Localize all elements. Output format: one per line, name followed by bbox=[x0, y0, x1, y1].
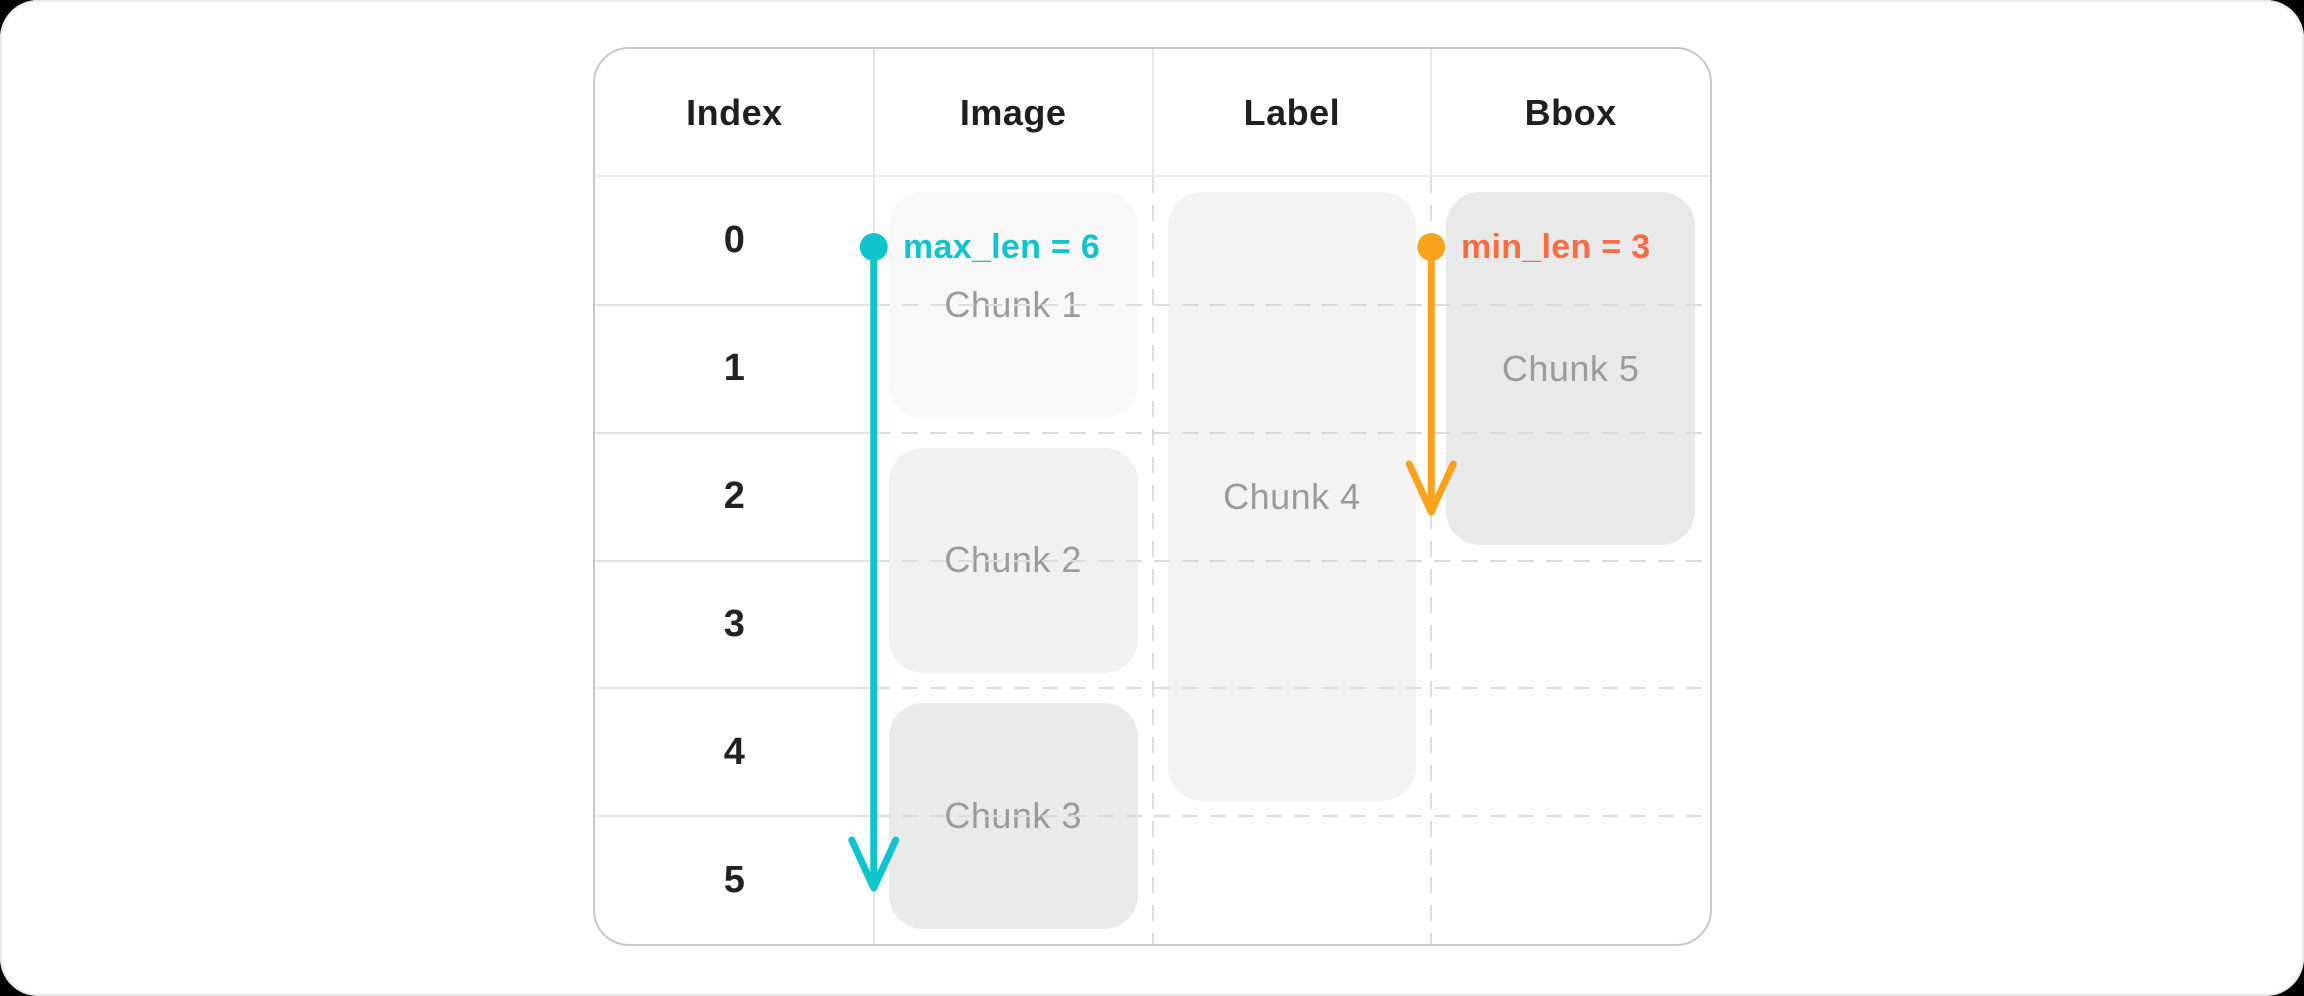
column-header-label: Label bbox=[1243, 92, 1341, 133]
grid-line-header-divider bbox=[1151, 49, 1154, 177]
grid-line-index-divider bbox=[872, 49, 875, 944]
chunk-box-bbox-5: Chunk 5 bbox=[1446, 192, 1695, 546]
column-header-index: Index bbox=[686, 92, 783, 133]
grid-line-row-divider bbox=[595, 559, 874, 562]
chunk-label: Chunk 5 bbox=[1501, 347, 1640, 389]
dashed-grid-line bbox=[1430, 177, 1433, 944]
chunking-table: Index Image Label Bbox 0 1 2 3 4 5 Chunk… bbox=[593, 47, 1712, 946]
column-header-image: Image bbox=[959, 92, 1067, 133]
grid-line-header-divider bbox=[1430, 49, 1433, 177]
row-index-cell: 0 bbox=[723, 219, 745, 262]
max-len-label: max_len = 6 bbox=[903, 227, 1101, 266]
row-index-cell: 5 bbox=[723, 858, 745, 901]
chunk-label: Chunk 4 bbox=[1223, 475, 1361, 517]
row-index-cell: 1 bbox=[723, 347, 745, 390]
row-index-cell: 4 bbox=[723, 730, 745, 773]
grid-line-row-divider bbox=[595, 303, 874, 306]
grid-line-row-divider bbox=[595, 815, 874, 818]
dashed-grid-line bbox=[873, 815, 1710, 818]
dashed-grid-line bbox=[873, 303, 1710, 306]
dashed-grid-line bbox=[873, 687, 1710, 690]
min-len-label: min_len = 3 bbox=[1461, 227, 1651, 266]
chunk-box-label-4: Chunk 4 bbox=[1167, 192, 1417, 802]
dashed-grid-line bbox=[873, 559, 1710, 562]
column-header-bbox: Bbox bbox=[1524, 92, 1617, 133]
dashed-grid-line bbox=[873, 431, 1710, 434]
grid-line-row-divider bbox=[595, 431, 874, 434]
dashed-grid-line bbox=[1151, 177, 1154, 944]
row-index-cell: 2 bbox=[723, 475, 745, 518]
row-index-cell: 3 bbox=[723, 602, 745, 645]
grid-line-row-divider bbox=[595, 687, 874, 690]
